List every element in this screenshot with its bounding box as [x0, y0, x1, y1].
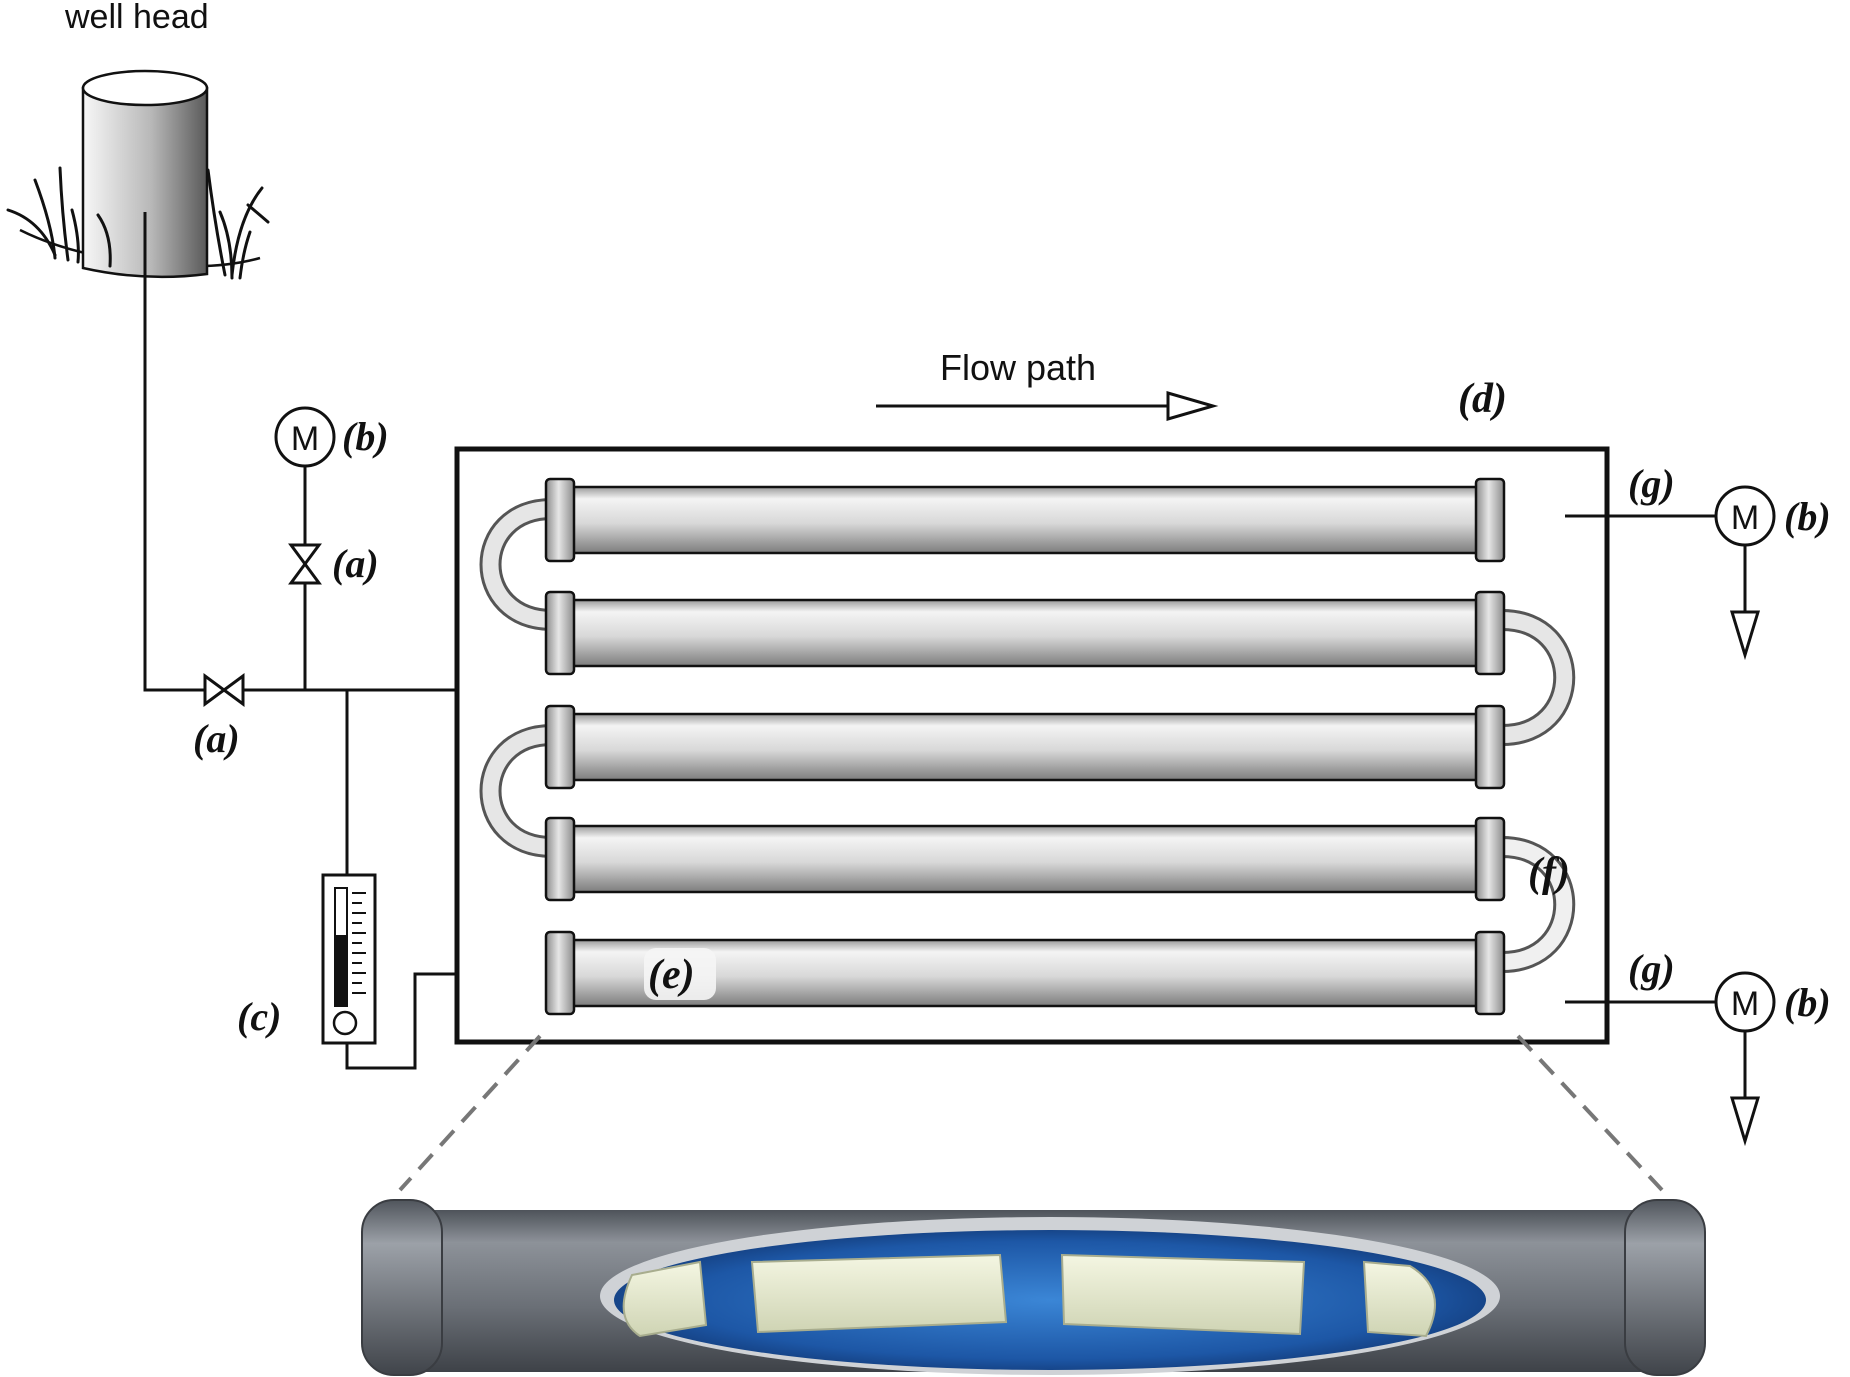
reactor-tube-3	[544, 704, 1506, 790]
detail-end-cap-right	[1624, 1199, 1706, 1376]
u-bend-left-3-4	[479, 724, 563, 858]
drain-arrow-bottom	[1729, 1096, 1761, 1147]
reactor-tubes	[544, 477, 1506, 1016]
tube-end-cap-left	[544, 590, 576, 676]
tube-end-cap-left	[544, 704, 576, 790]
svg-text:M: M	[291, 420, 319, 458]
label-g-top: (g)	[1628, 461, 1675, 506]
zoom-guide-lines	[398, 1034, 1664, 1192]
flow-path-label: Flow path	[940, 347, 1096, 388]
valve-left	[203, 673, 245, 707]
tube-end-cap-left	[544, 816, 576, 902]
well-head-label: well head	[64, 0, 209, 36]
u-bend-left-1-2	[479, 498, 563, 631]
reactor-tube-2	[544, 590, 1506, 676]
tube-end-cap-right	[1474, 477, 1506, 563]
label-d: (d)	[1458, 376, 1507, 422]
tube-end-cap-right	[1474, 590, 1506, 676]
flowmeter	[321, 873, 377, 1045]
tube-cutaway-detail	[361, 1199, 1706, 1376]
reactor-tube-5	[544, 930, 1506, 1016]
reactor-tube-1	[544, 477, 1506, 563]
svg-text:M: M	[1731, 985, 1759, 1023]
u-bend-right-4-5	[1491, 836, 1576, 973]
grass-tufts	[6, 166, 270, 280]
detail-media-blocks	[622, 1253, 1436, 1338]
well-supply-line	[143, 212, 205, 692]
reactor-tube-4	[544, 816, 1506, 902]
label-e-background	[644, 948, 716, 1000]
outlet-bottom: (g) M (b)	[1565, 946, 1831, 1147]
label-c: (c)	[237, 994, 281, 1039]
valve-top	[288, 543, 322, 585]
tube-end-cap-left	[544, 477, 576, 563]
flow-path-indicator: Flow path	[876, 347, 1219, 421]
label-a-left: (a)	[193, 716, 240, 761]
tube-end-cap-right	[1474, 704, 1506, 790]
tube-end-cap-right	[1474, 816, 1506, 902]
tube-end-cap-left	[544, 930, 576, 1016]
label-g-bottom: (g)	[1628, 946, 1675, 991]
label-b-right-top: (b)	[1784, 494, 1831, 539]
u-bend-right-2-3	[1491, 609, 1576, 746]
label-b-right-bottom: (b)	[1784, 980, 1831, 1025]
well-head: well head	[6, 0, 270, 280]
well-casing	[81, 86, 209, 279]
flowmeter-outlet-line	[345, 972, 505, 1070]
outlet-top: (g) M (b)	[1565, 461, 1831, 661]
label-a-top: (a)	[332, 541, 379, 586]
label-f: (f)	[1528, 850, 1570, 896]
detail-cutaway-water	[614, 1230, 1486, 1370]
u-bend-connectors	[479, 498, 1576, 973]
label-e: (e)	[648, 952, 695, 998]
label-b-top: (b)	[342, 414, 389, 459]
detail-end-cap-left	[361, 1199, 443, 1376]
drain-arrow-top	[1729, 610, 1761, 661]
tube-end-cap-right	[1474, 930, 1506, 1016]
well-casing-top	[81, 69, 209, 107]
svg-text:M: M	[1731, 499, 1759, 537]
meter-gauge-top: M	[274, 406, 336, 468]
